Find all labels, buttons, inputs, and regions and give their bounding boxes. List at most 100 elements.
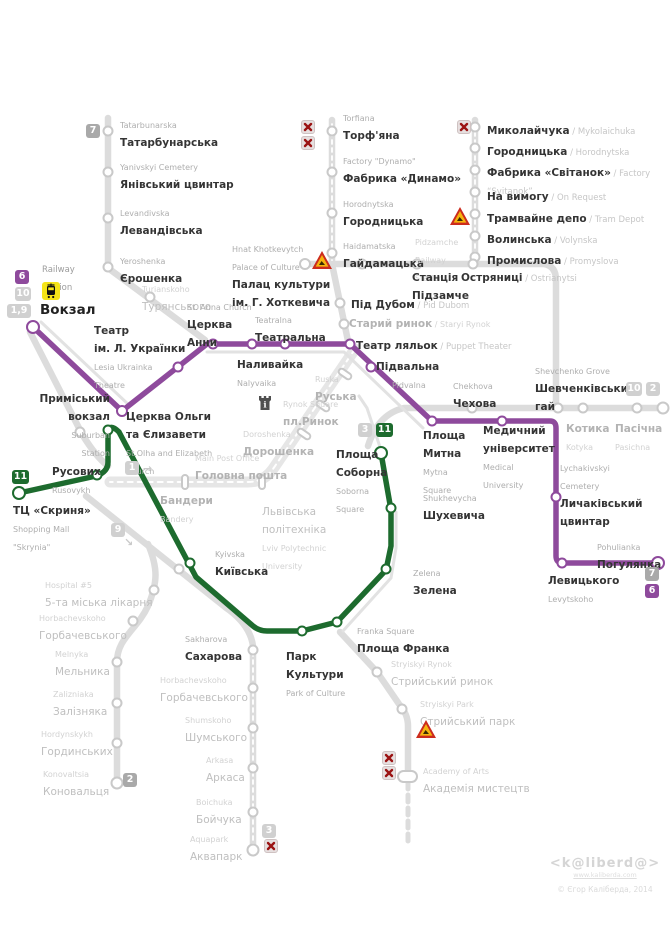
label-text: вокзал xyxy=(68,410,110,423)
route-badge-1-9: 1,9 xyxy=(7,304,31,318)
label-text: Остряниці xyxy=(461,272,523,284)
route-badge-2: 2 xyxy=(123,773,137,787)
closed-section-icon xyxy=(382,766,396,780)
label-text: Torfiana xyxy=(343,114,375,123)
label-text: Парк xyxy=(286,651,317,663)
watermark-logo: <k@liberd@> xyxy=(549,856,661,871)
label-text: Horodnytska xyxy=(343,200,394,209)
label-text: / Pid Dubom xyxy=(414,301,470,311)
station-label-fabryka-svitanok: Фабрика «Світанок» / Factory “Svitanok” xyxy=(487,162,657,198)
label-text: Площа Франка xyxy=(357,642,450,655)
label-text: Татарбунарська xyxy=(120,136,219,149)
label-text: Shukhevycha xyxy=(423,494,477,503)
label-text: Миколайчука xyxy=(487,125,570,137)
label-text: University xyxy=(483,480,524,490)
label-text: Square xyxy=(423,485,452,495)
label-text: Ruska xyxy=(315,375,339,384)
label-text: Levandivska xyxy=(120,209,170,218)
label-text: Головна пошта xyxy=(195,469,288,482)
route-badge-6: 6 xyxy=(645,584,659,598)
closed-section-icon xyxy=(457,120,471,134)
route-badge-11: 11 xyxy=(12,470,29,484)
label-text: / Promyslova xyxy=(561,257,619,267)
label-text: Academy of Arts xyxy=(423,767,490,776)
label-text: / Staryi Rynok xyxy=(432,320,491,329)
label-text: / Factory “Svitanok” xyxy=(487,169,651,197)
label-text: Торф'яна xyxy=(343,129,400,142)
label-text: / Volynska xyxy=(551,236,598,246)
station-label-pid-dubom: Під Дубом / Pid Dubom xyxy=(351,294,469,312)
label-text: Під Дубом xyxy=(351,299,415,311)
gray-parallel-center xyxy=(205,350,425,430)
label-text: Залізняка xyxy=(53,705,108,718)
route-badge-7: 7 xyxy=(86,124,100,138)
label-text: Doroshenka xyxy=(243,430,291,439)
label-text: / Horodnytska xyxy=(567,148,630,158)
closed-section-icon xyxy=(301,136,315,150)
route-badge-11: 11 xyxy=(376,423,393,437)
label-text: Горбачевського xyxy=(160,691,248,704)
label-text: Aquapark xyxy=(190,835,229,844)
closed-section-icon xyxy=(301,120,315,134)
label-text: Levytskoho xyxy=(548,594,594,604)
line-11-green xyxy=(16,424,394,634)
label-text: Horbachevskoho xyxy=(39,614,106,623)
label-text: "Skrynia" xyxy=(13,542,51,552)
station-markers xyxy=(12,121,670,857)
station-label-na-vymohu: На вимогу / On Request xyxy=(487,186,606,204)
label-text: Городницька xyxy=(343,215,424,228)
label-text: Tatarbunarska xyxy=(120,121,177,130)
label-text: Янівський цвинтар xyxy=(120,178,234,191)
label-text: та Єлизавети xyxy=(126,428,206,441)
label-text: Театр ляльок xyxy=(356,340,438,352)
closed-section-icon xyxy=(382,751,396,765)
route-badge-9: 9 xyxy=(111,523,125,537)
label-text: Suburban xyxy=(71,430,110,440)
route-badge-2: 2 xyxy=(646,382,660,396)
label-text: Hordynskykh xyxy=(41,730,93,739)
label-text: St.Olha and Elizabeth xyxy=(126,448,213,458)
label-text: Аркаса xyxy=(206,771,245,784)
gray-line-melnyka xyxy=(113,540,159,787)
label-text: Stryiskyi Rynok xyxy=(391,660,452,669)
label-text: Сахарова xyxy=(185,650,243,663)
label-text: Pidzamche xyxy=(415,238,459,247)
label-text: Бойчука xyxy=(196,813,242,826)
label-text: Hnat Khotkevytch xyxy=(232,245,304,254)
label-text: Mytna xyxy=(423,467,448,477)
label-text: / Mykolaichuka xyxy=(569,127,636,137)
station-label-promyslova: Промислова / Promyslova xyxy=(487,250,619,268)
label-text: Rynok Square xyxy=(283,400,339,409)
label-text: University xyxy=(262,561,303,571)
label-text: Lesia Ukrainka xyxy=(94,362,153,372)
label-text: Zelena xyxy=(413,569,441,578)
label-text: Шумського xyxy=(185,731,248,744)
label-text: Zalizniaka xyxy=(53,690,94,699)
label-text: Вокзал xyxy=(40,302,96,318)
route-badge-3: 3 xyxy=(358,423,372,437)
station-label-staryi-rynok: Старий ринок / Staryi Rynok xyxy=(349,313,490,331)
label-text: Kotyka xyxy=(566,442,594,452)
label-text: / Puppet Theater xyxy=(437,342,512,352)
label-text: ТЦ «Скриня» xyxy=(13,505,91,517)
